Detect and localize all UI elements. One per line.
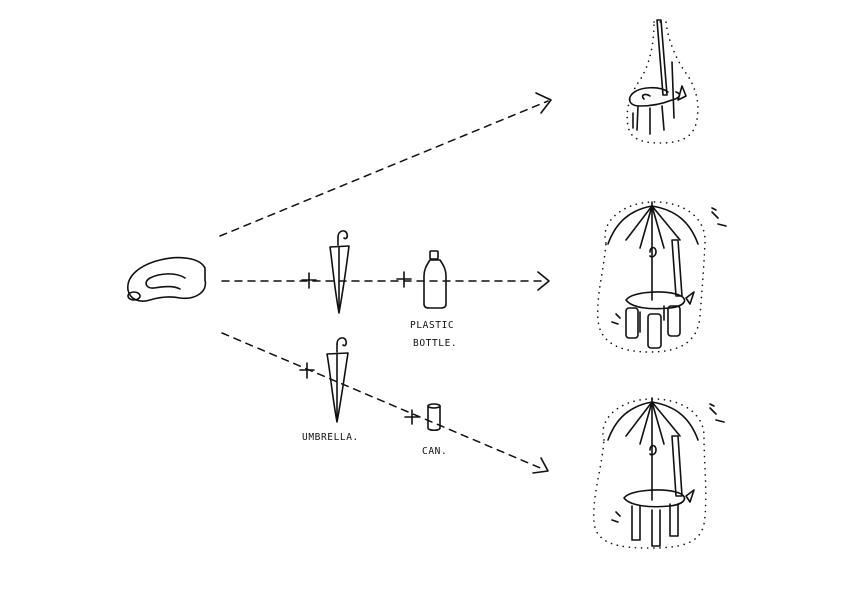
result-umbrella-can-stand-icon	[592, 397, 725, 549]
arrow-to-top-result	[219, 92, 552, 237]
plus-icon	[396, 271, 412, 288]
plus-icon	[404, 409, 420, 425]
swim-ring-source-icon	[127, 256, 207, 302]
result-ring-stand-icon	[626, 19, 699, 144]
plastic-label-line1: PLASTIC	[410, 320, 454, 331]
arrow-to-bottom-result	[221, 332, 549, 474]
plus-icon	[299, 362, 315, 379]
arrow-to-middle-result	[221, 271, 550, 291]
can-icon	[427, 403, 441, 432]
umbrella-icon	[329, 230, 350, 314]
plus-icon	[301, 272, 317, 289]
plastic-bottle-icon	[423, 250, 447, 309]
bottle-label-line2: BOTTLE.	[413, 338, 457, 349]
can-label: CAN.	[422, 446, 447, 457]
umbrella-label: UMBRELLA.	[302, 432, 359, 443]
result-umbrella-bottle-stand-icon	[596, 201, 727, 353]
umbrella-icon	[326, 337, 349, 423]
